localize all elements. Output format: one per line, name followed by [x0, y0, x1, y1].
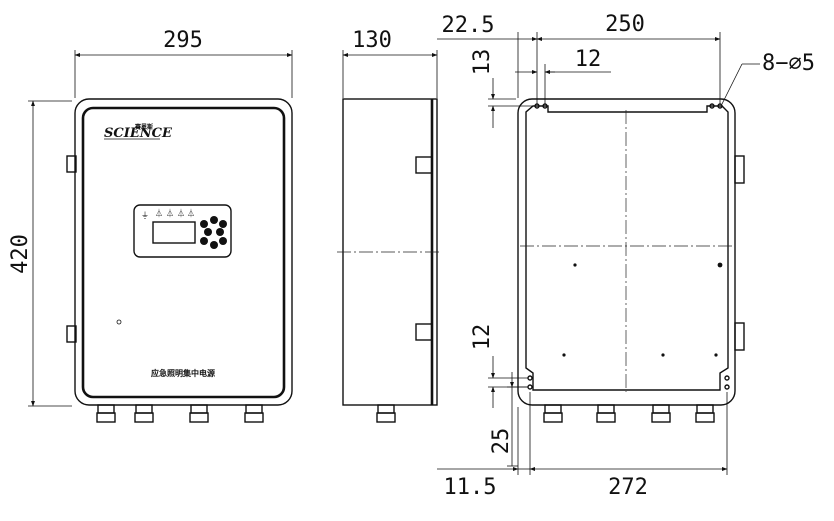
side-hinge-top — [415, 156, 433, 174]
back-hinge-top — [734, 155, 745, 184]
front-width-dim: 295 — [163, 28, 203, 53]
side-hinge-bottom — [415, 323, 433, 341]
back-bottom-extension-dim: 25 — [489, 428, 514, 455]
back-hole-pitch-dim: 12 — [575, 47, 602, 72]
back-enclosure-outer — [517, 98, 736, 406]
keypad-button — [219, 220, 227, 228]
keypad-button — [200, 220, 208, 228]
keypad-button — [216, 228, 224, 236]
front-cable-glands — [96, 404, 264, 423]
led-icon: ⏃ — [155, 208, 163, 218]
indicator-leds: ⏚ ⏃ ⏃ ⏃ ⏃ — [141, 208, 195, 220]
front-logo-cn: 赛恩斯 — [134, 123, 153, 131]
front-height-dim: 420 — [8, 234, 33, 274]
side-view: 130 — [337, 28, 442, 423]
led-icon: ⏃ — [187, 208, 195, 218]
front-enclosure-outer — [74, 98, 293, 406]
lcd-display — [152, 221, 196, 244]
side-cable-gland — [376, 404, 396, 423]
control-panel — [133, 204, 232, 258]
keypad-button — [204, 228, 212, 236]
front-door-panel — [81, 106, 286, 399]
side-depth-dim: 130 — [352, 28, 392, 53]
back-top-offset-dim: 13 — [470, 49, 495, 76]
led-icon: ⏃ — [166, 208, 174, 218]
keypad-button — [200, 237, 208, 245]
back-bottom-pitch-dim: 12 — [470, 324, 495, 351]
keypad-button — [219, 237, 227, 245]
back-mounting-plate — [525, 105, 729, 391]
back-bottom-spacing-dim: 272 — [608, 475, 648, 500]
back-hole-spacing-dim: 250 — [605, 12, 645, 37]
front-view: 295 420 SCIENCE 赛恩斯 ⏚ ⏃ ⏃ ⏃ ⏃ — [8, 28, 293, 423]
led-icon: ⏚ — [141, 211, 149, 220]
back-cable-glands — [543, 404, 715, 423]
back-hinge-bottom — [734, 322, 745, 351]
front-logo: SCIENCE — [104, 126, 173, 141]
front-panel-label: 应急照明集中电源 — [151, 368, 215, 378]
front-hinge-bottom — [66, 325, 77, 343]
back-bottom-edge-offset-dim: 11.5 — [444, 475, 497, 500]
keypad-button — [210, 241, 218, 249]
back-holes-callout: 8−∅5 — [762, 51, 815, 76]
led-icon: ⏃ — [177, 208, 185, 218]
front-hinge-top — [66, 155, 77, 173]
internal-studs — [562, 262, 723, 357]
back-edge-offset-dim: 22.5 — [442, 13, 495, 38]
mounting-holes — [527, 103, 730, 390]
back-view: 22.5 250 12 13 8−∅5 12 25 — [437, 12, 815, 500]
keypad — [200, 216, 227, 249]
keypad-button — [210, 216, 218, 224]
door-lock — [116, 319, 122, 325]
